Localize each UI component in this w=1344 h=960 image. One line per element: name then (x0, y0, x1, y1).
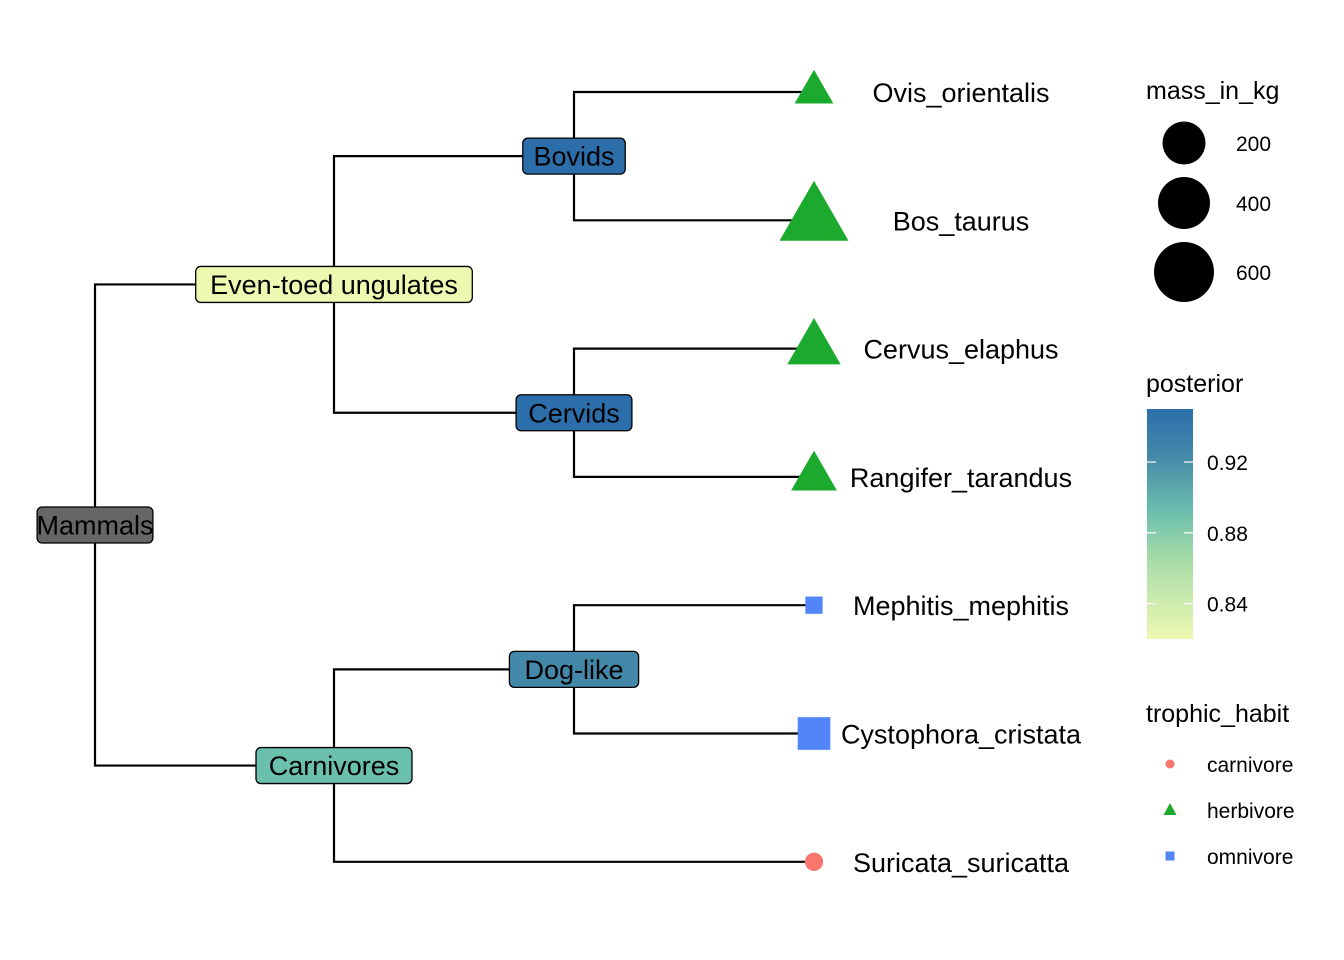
svg-text:Cervids: Cervids (528, 398, 620, 428)
posterior-tick-label: 0.84 (1207, 594, 1248, 617)
branch-dog-like (332, 668, 574, 766)
tip-labels: Ovis_orientalisBos_taurusCervus_elaphusR… (841, 78, 1082, 878)
posterior-tick-label: 0.92 (1207, 452, 1248, 475)
node-label-mammals: Mammals (36, 506, 154, 544)
tip-marker-rangifer_tarandus (791, 450, 837, 491)
tip-label-ovis_orientalis: Ovis_orientalis (872, 78, 1049, 108)
tip-marker-bos_taurus (779, 180, 849, 241)
tip-marker-ovis_orientalis (794, 69, 834, 104)
tip-marker-suricata_suricatta (804, 852, 824, 871)
tip-label-suricata_suricatta: Suricata_suricatta (853, 848, 1070, 878)
tip-label-bos_taurus: Bos_taurus (893, 206, 1030, 236)
omnivore-legend-label: omnivore (1207, 846, 1293, 869)
mass-legend-key-600 (1154, 242, 1214, 302)
branch-even-toed-ungulates (93, 283, 334, 526)
internal-node-labels: Mammals Even-toed ungulates BovidsCervidsC… (36, 137, 640, 785)
mass-legend-key-400 (1158, 177, 1210, 229)
posterior-legend: posterior 0.92 0.88 0.84 (1146, 370, 1248, 639)
tip-markers (779, 69, 849, 871)
posterior-colorbar (1147, 409, 1193, 639)
svg-text:Bovids: Bovids (533, 142, 614, 172)
mass-legend-label-200: 200 (1236, 133, 1271, 156)
tip-marker-mephitis_mephitis (805, 596, 823, 614)
carnivore-legend-label: carnivore (1207, 754, 1293, 777)
branch-suricata_suricatta (332, 765, 814, 863)
branch-mephitis_mephitis (572, 604, 814, 670)
tip-marker-cystophora_cristata (797, 717, 831, 750)
tip-label-cystophora_cristata: Cystophora_cristata (841, 720, 1082, 750)
tree-edges (93, 90, 814, 863)
herbivore-legend-label: herbivore (1207, 800, 1295, 823)
branch-bovids (332, 155, 574, 285)
trophic-legend-title: trophic_habit (1146, 700, 1289, 728)
svg-text:Dog-like: Dog-like (524, 655, 623, 685)
svg-text:Mammals: Mammals (36, 511, 153, 541)
branch-cervus_elaphus (572, 347, 814, 413)
node-label-carnivores: Carnivores (255, 746, 413, 785)
node-label-bovids: Bovids (522, 137, 626, 175)
mass-legend-title: mass_in_kg (1146, 77, 1279, 105)
mass-legend-key-200 (1162, 121, 1206, 165)
mass-legend: mass_in_kg 200 400 600 (1146, 77, 1279, 302)
posterior-legend-title: posterior (1146, 370, 1243, 398)
svg-text:Even-toed ungulates: Even-toed ungulates (210, 270, 458, 300)
trophic-legend: trophic_habit carnivore herbivore omnivore (1146, 700, 1295, 869)
branch-bos_taurus (572, 156, 814, 222)
tip-label-mephitis_mephitis: Mephitis_mephitis (853, 591, 1069, 621)
branch-cystophora_cristata (572, 669, 814, 735)
mass-legend-label-400: 400 (1236, 193, 1271, 216)
node-label-even-toed-ungulates: Even-toed ungulates (195, 265, 473, 304)
omnivore-legend-key (1165, 851, 1175, 861)
carnivore-legend-key (1165, 759, 1175, 769)
svg-text:Carnivores: Carnivores (269, 751, 400, 781)
branch-rangifer_tarandus (572, 412, 814, 478)
mass-legend-label-600: 600 (1236, 262, 1271, 285)
branch-cervids (332, 284, 574, 414)
tip-marker-cervus_elaphus (787, 317, 841, 365)
branch-ovis_orientalis (572, 90, 814, 157)
node-label-dog-like: Dog-like (508, 650, 640, 688)
posterior-tick-label: 0.88 (1207, 523, 1248, 546)
tip-label-cervus_elaphus: Cervus_elaphus (863, 335, 1058, 365)
herbivore-legend-key (1163, 803, 1177, 815)
node-label-cervids: Cervids (515, 394, 633, 432)
branch-carnivores (93, 525, 334, 767)
tip-label-rangifer_tarandus: Rangifer_tarandus (850, 463, 1072, 493)
